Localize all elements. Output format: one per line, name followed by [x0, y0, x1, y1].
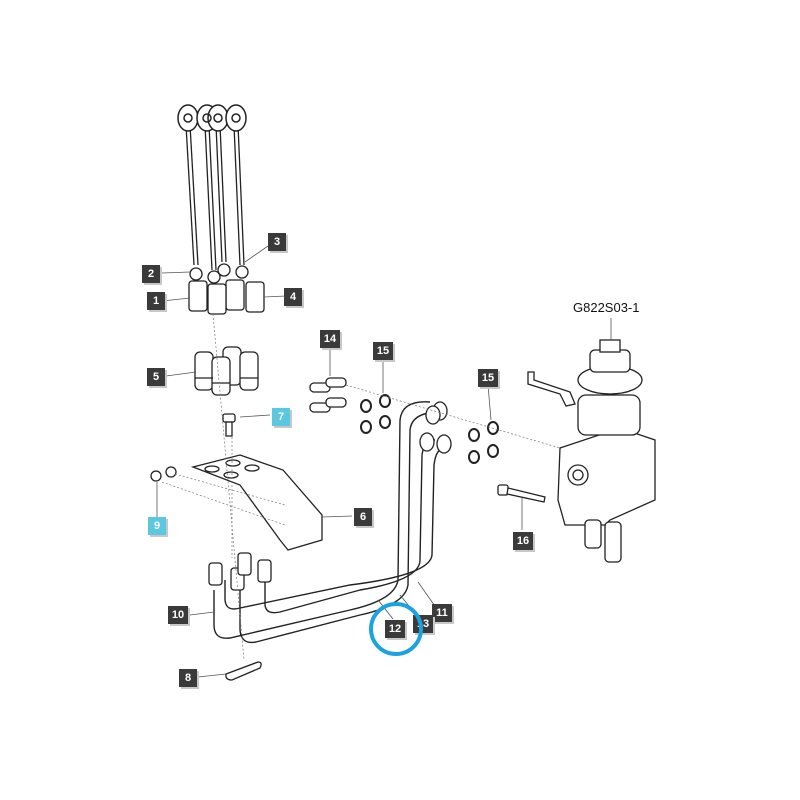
rubber-boots	[194, 346, 259, 396]
bolt-part-7	[222, 413, 236, 437]
plate-part-8	[225, 661, 262, 681]
mounting-bracket	[190, 454, 323, 551]
bolt-part-16	[497, 484, 546, 503]
callout-part-3[interactable]: 3	[268, 233, 286, 251]
callout-part-10[interactable]: 10	[168, 606, 188, 624]
callout-part-4[interactable]: 4	[284, 288, 302, 306]
callout-part-9[interactable]: 9	[148, 517, 166, 535]
control-valve-assembly	[527, 339, 656, 563]
selected-part-highlight-ring	[369, 602, 423, 656]
lever-knobs	[177, 104, 247, 132]
fittings-part-14	[309, 377, 347, 413]
o-rings	[360, 394, 499, 464]
callout-part-14[interactable]: 14	[320, 330, 340, 348]
callout-part-6[interactable]: 6	[354, 508, 372, 526]
callout-part-8[interactable]: 8	[179, 669, 197, 687]
callout-part-1[interactable]: 1	[147, 292, 165, 310]
pipe-fittings	[208, 401, 452, 591]
callout-part-16[interactable]: 16	[513, 532, 533, 550]
assembly-reference-label: G822S03-1	[573, 300, 640, 315]
callout-part-7[interactable]: 7	[272, 408, 290, 426]
callout-part-2[interactable]: 2	[142, 265, 160, 283]
callout-part-5[interactable]: 5	[147, 368, 165, 386]
callout-part-15-right[interactable]: 15	[478, 369, 498, 387]
control-lever-rods	[185, 124, 245, 271]
callout-part-11[interactable]: 11	[432, 604, 452, 622]
lever-sleeves	[188, 263, 265, 315]
callout-part-15-left[interactable]: 15	[373, 342, 393, 360]
